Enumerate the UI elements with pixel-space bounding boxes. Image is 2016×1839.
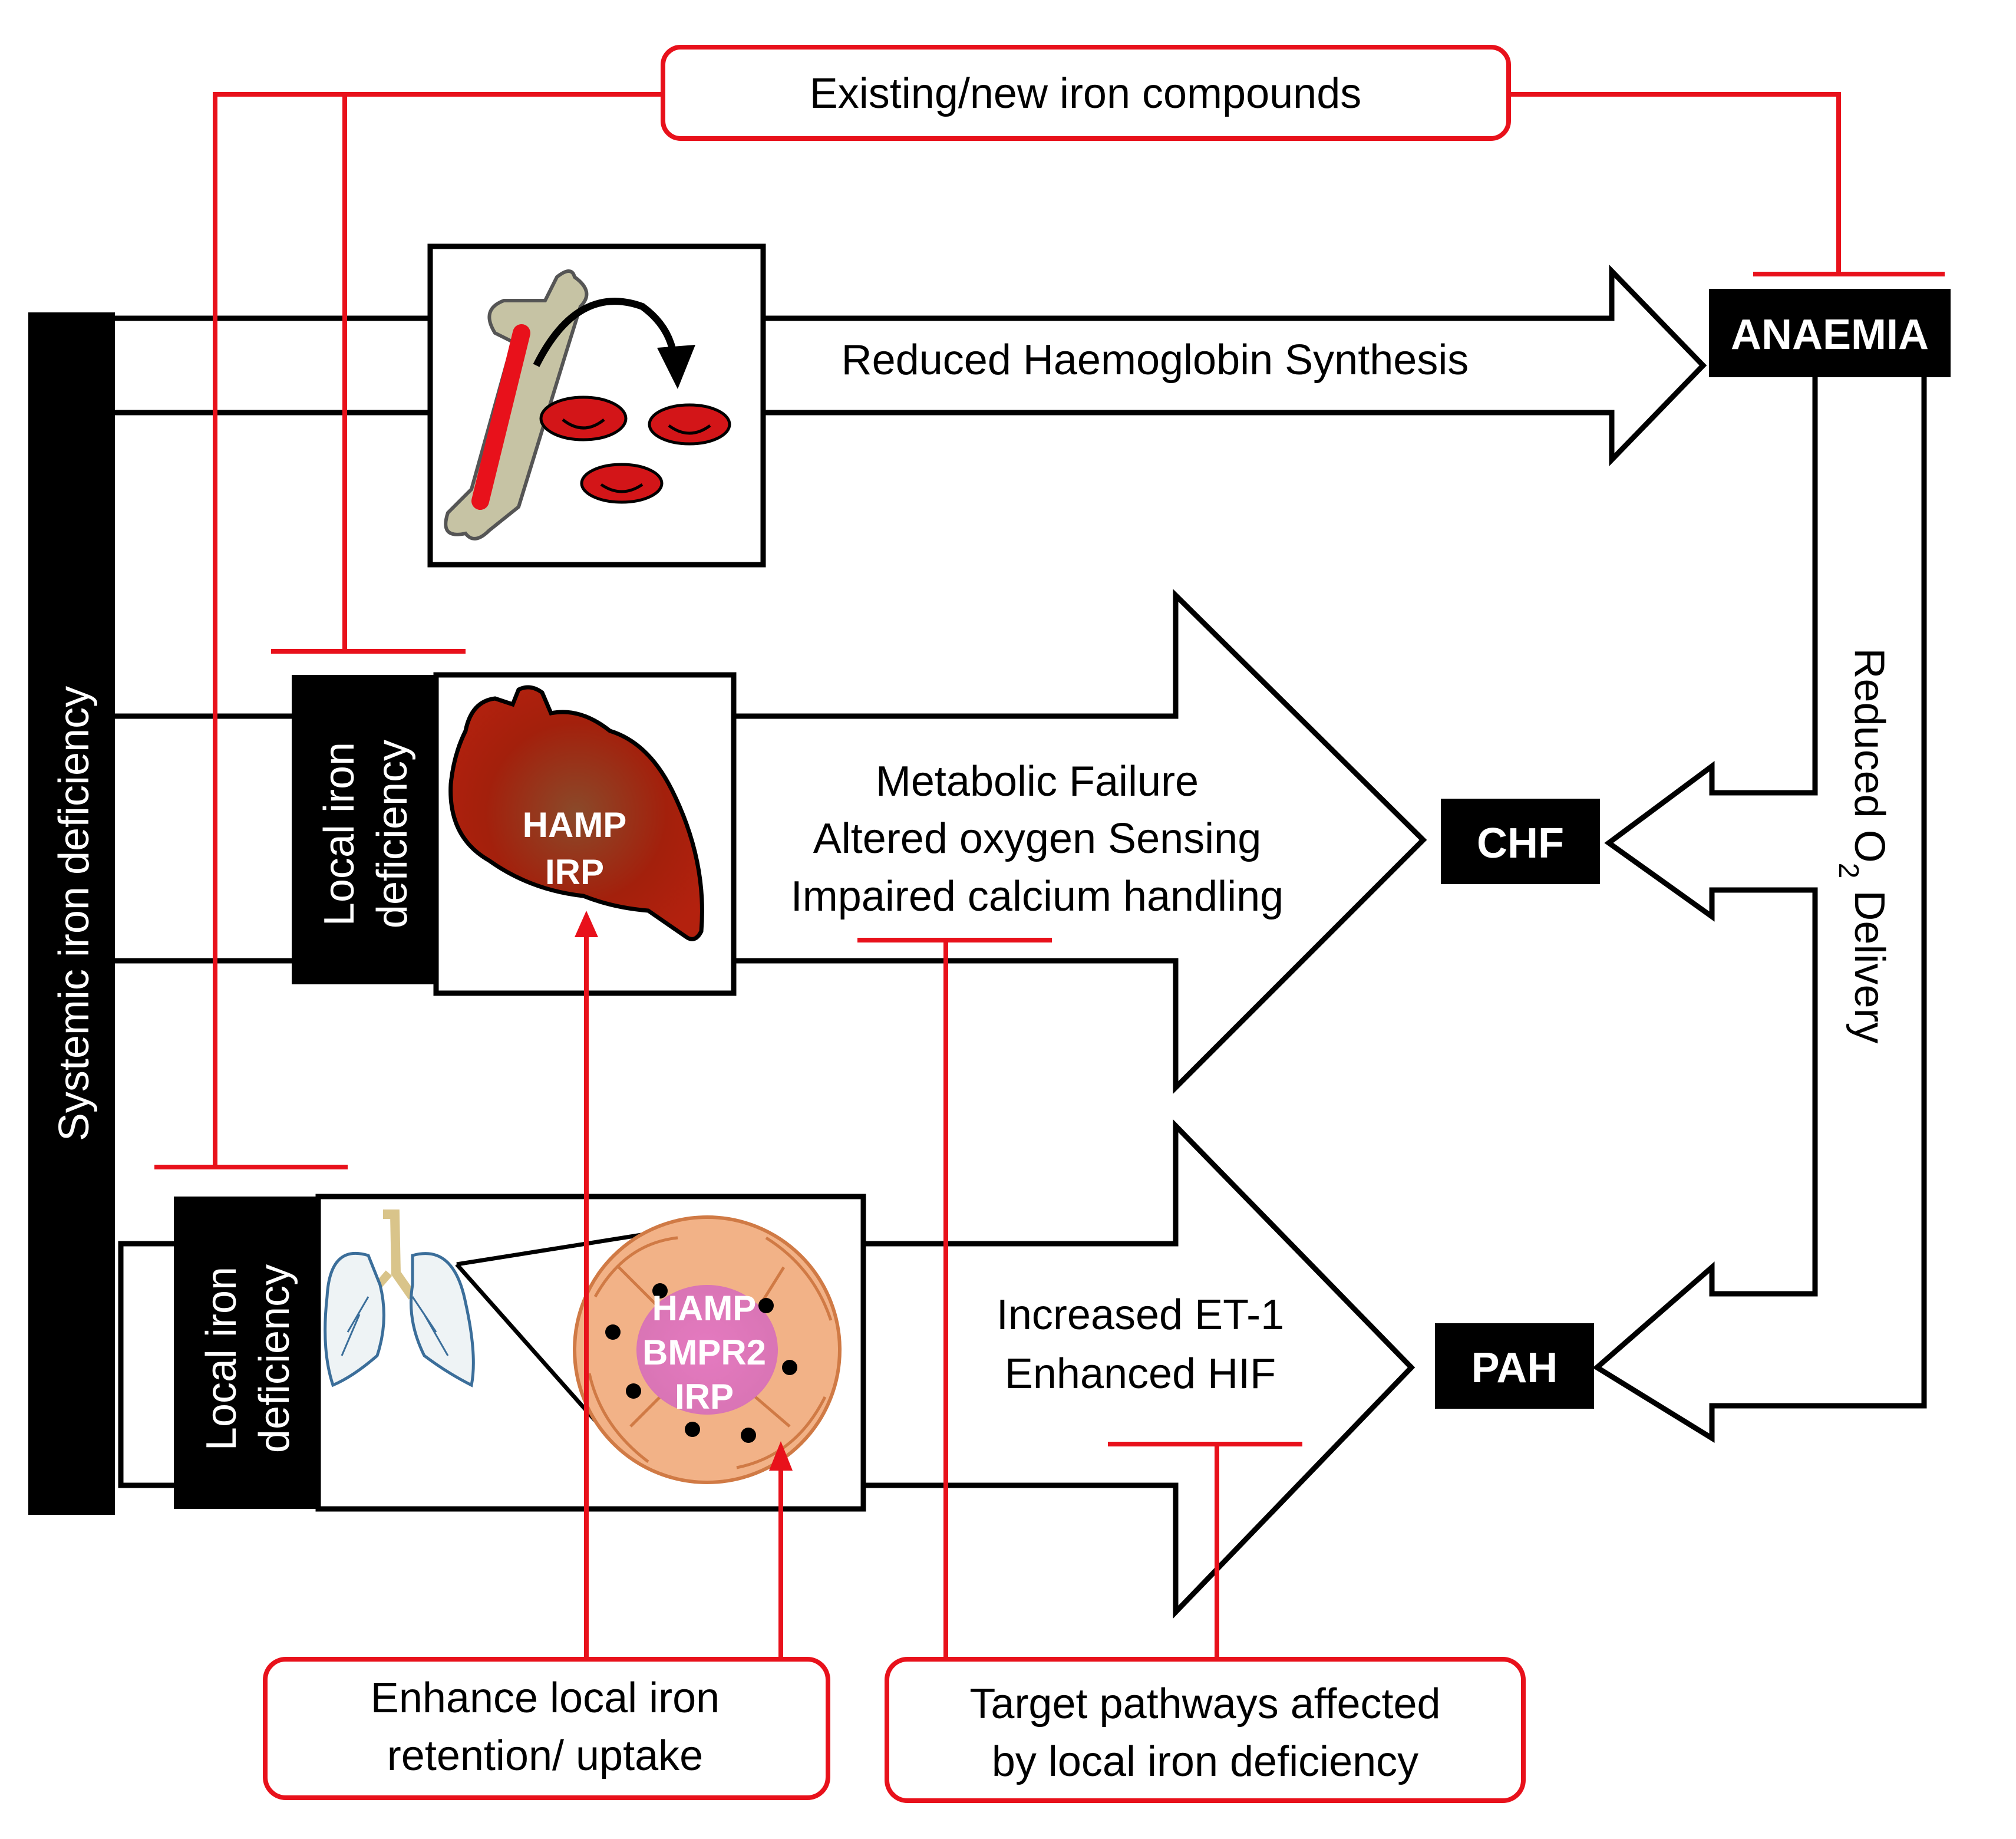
iron-compounds-box: Existing/new iron compounds bbox=[661, 45, 1511, 141]
heart-pathway-line-3: Impaired calcium handling bbox=[791, 873, 1283, 920]
local-retention-line-1: Enhance local iron bbox=[371, 1675, 720, 1722]
anaemia-to-chf-arrow bbox=[1592, 377, 1927, 1443]
heart-pathway-line-1: Metabolic Failure bbox=[876, 758, 1199, 805]
pah-label: PAH bbox=[1471, 1344, 1558, 1392]
o2-delivery-label: Reduced O2 Delivery bbox=[1833, 648, 1893, 1044]
heart-local-label-2: deficiency bbox=[369, 740, 416, 928]
target-pathways-line-2: by local iron deficiency bbox=[992, 1738, 1418, 1785]
curved-arrow-icon bbox=[533, 298, 678, 369]
red-blood-cell-icon bbox=[539, 396, 731, 504]
local-retention-box: Enhance local iron retention/ uptake bbox=[263, 1657, 830, 1800]
haemoglobin-pathway-label: Reduced Haemoglobin Synthesis bbox=[842, 337, 1469, 384]
lung-pathway-line-2: Enhanced HIF bbox=[1005, 1350, 1276, 1398]
anaemia-box: ANAEMIA bbox=[1709, 289, 1951, 377]
anaemia-label: ANAEMIA bbox=[1731, 311, 1929, 358]
chf-box: CHF bbox=[1441, 799, 1600, 884]
target-pathways-line-1: Target pathways affected bbox=[969, 1680, 1440, 1728]
heart-local-label-1: Local iron bbox=[316, 742, 363, 926]
o2-subscript: 2 bbox=[1833, 863, 1865, 879]
lung-local-label-2: deficiency bbox=[251, 1264, 298, 1453]
pah-box: PAH bbox=[1435, 1323, 1594, 1409]
pulmonary-vessel-icon bbox=[573, 1215, 842, 1484]
heart-marker-hamp: HAMP bbox=[523, 805, 627, 845]
heart-pathway-arrow bbox=[731, 589, 1427, 1094]
lung-marker-bmpr2: BMPR2 bbox=[642, 1333, 766, 1372]
lung-local-label-1: Local iron bbox=[198, 1267, 245, 1451]
chf-label: CHF bbox=[1477, 820, 1564, 867]
systemic-connectors bbox=[115, 315, 430, 1488]
lung-pathway-arrow bbox=[860, 1119, 1416, 1619]
local-retention-line-2: retention/ uptake bbox=[387, 1732, 703, 1779]
lung-marker-hamp: HAMP bbox=[652, 1288, 757, 1328]
lung-marker-irp: IRP bbox=[675, 1377, 734, 1416]
systemic-label: Systemic iron deficiency bbox=[51, 686, 98, 1141]
heart-icon bbox=[448, 685, 704, 941]
lungs-icon bbox=[324, 1209, 475, 1388]
target-pathways-box: Target pathways affected by local iron d… bbox=[885, 1657, 1526, 1803]
inhibition-lines bbox=[154, 92, 1945, 1659]
systemic-bar bbox=[28, 312, 115, 1515]
iron-compounds-label: Existing/new iron compounds bbox=[810, 70, 1362, 117]
heart-pathway-line-2: Altered oxygen Sensing bbox=[813, 815, 1262, 862]
haemoglobin-arrow bbox=[760, 264, 1707, 467]
heart-marker-irp: IRP bbox=[545, 852, 604, 892]
lung-pathway-line-1: Increased ET-1 bbox=[997, 1291, 1284, 1339]
bone-marrow-panel bbox=[427, 243, 766, 568]
